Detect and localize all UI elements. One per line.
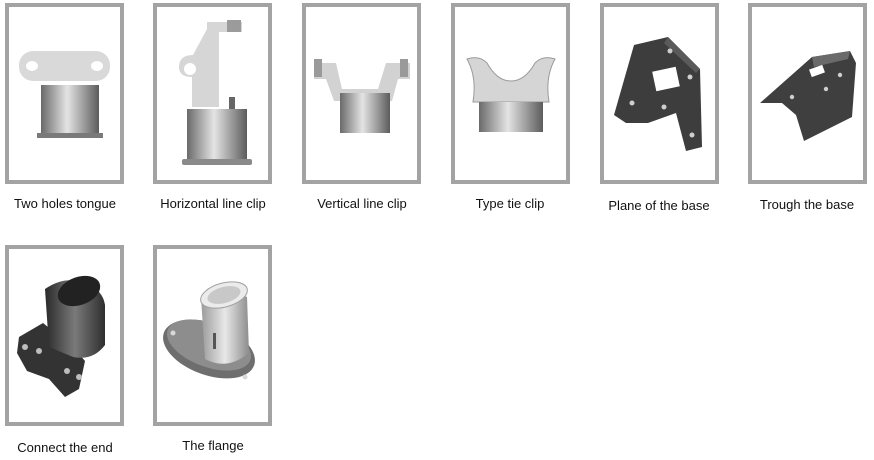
plane-of-the-base-icon	[614, 37, 702, 151]
the-flange-icon	[163, 281, 255, 380]
type-tie-clip-icon	[466, 57, 556, 132]
trough-the-base-icon	[760, 51, 856, 141]
product-card-connect-the-end[interactable]	[5, 245, 124, 426]
product-caption: Plane of the base	[608, 198, 710, 213]
vertical-line-clip-icon	[314, 59, 410, 133]
product-caption: Vertical line clip	[317, 196, 407, 211]
product-card-horizontal-line-clip[interactable]	[153, 3, 272, 184]
product-card-plane-of-the-base[interactable]	[600, 3, 719, 184]
product-caption: The flange	[182, 438, 244, 453]
product-card-trough-the-base[interactable]	[748, 3, 867, 184]
two-holes-tongue-icon	[19, 51, 110, 138]
product-card-the-flange[interactable]	[153, 245, 272, 426]
product-caption: Horizontal line clip	[160, 196, 266, 211]
horizontal-line-clip-icon	[179, 20, 252, 165]
product-caption: Type tie clip	[475, 196, 545, 211]
product-caption: Two holes tongue	[14, 196, 116, 211]
connect-the-end-icon	[17, 275, 105, 397]
product-card-vertical-line-clip[interactable]	[302, 3, 421, 184]
product-caption: Trough the base	[759, 197, 855, 212]
product-caption: Connect the end	[17, 440, 113, 455]
product-card-two-holes-tongue[interactable]	[5, 3, 124, 184]
product-card-type-tie-clip[interactable]	[451, 3, 570, 184]
